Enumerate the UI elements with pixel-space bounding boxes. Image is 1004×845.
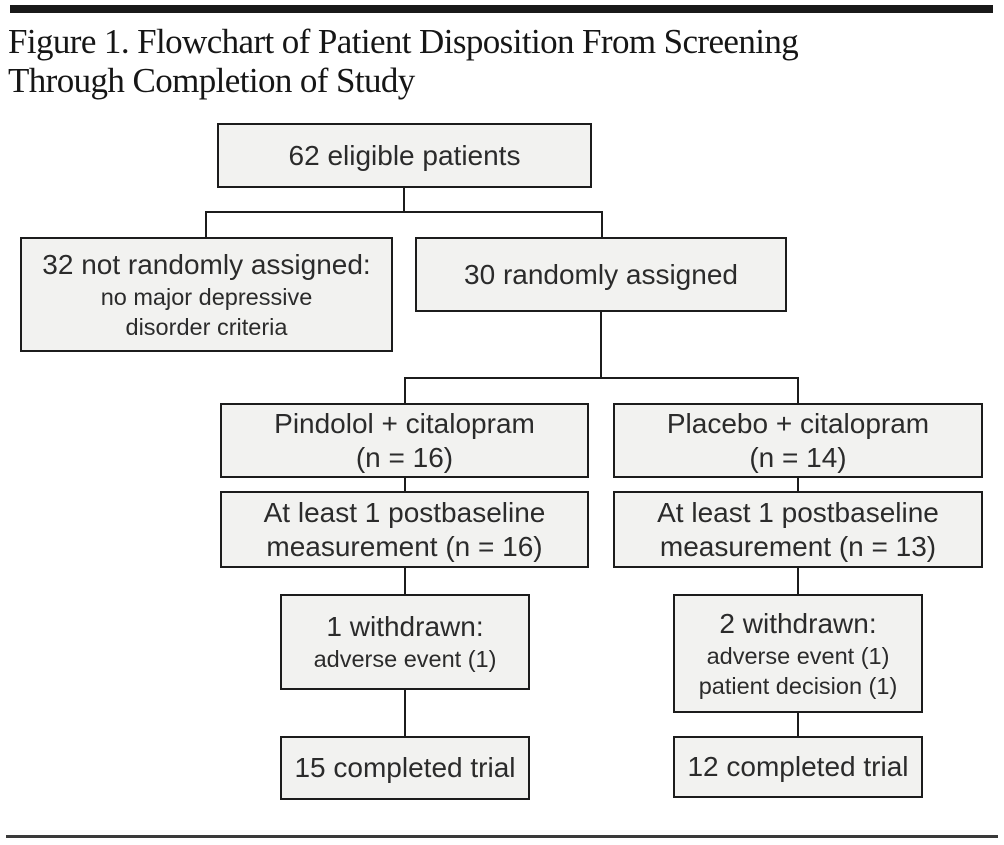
node-text: At least 1 postbaseline [657,496,939,528]
connector-to-placebo-arm [797,379,799,403]
figure-title: Figure 1. Flowchart of Patient Dispositi… [8,22,988,100]
node-text: no major depressive [100,283,313,310]
node-placebo-citalopram: Placebo + citalopram (n = 14) [613,403,983,478]
connector-placebo-postbaseline [797,478,799,491]
node-text: 15 completed trial [294,752,516,783]
connector-pindolol-completed [404,690,406,736]
node-text: 12 completed trial [687,751,909,782]
connector-placebo-completed [797,713,799,736]
connector-to-pindolol-arm [404,379,406,403]
node-text: (n = 16) [355,441,454,473]
figure-title-line1: Figure 1. Flowchart of Patient Dispositi… [8,22,799,61]
connector-eligible-down [403,188,405,212]
node-pindolol-citalopram: Pindolol + citalopram (n = 16) [220,403,589,478]
node-postbaseline-placebo: At least 1 postbaseline measurement (n =… [613,491,983,568]
connector-to-randomized [601,213,603,237]
node-text: disorder criteria [125,313,288,340]
node-text: 1 withdrawn: [326,611,484,642]
connector-pindolol-withdrawn [404,568,406,594]
connector-split1-horizontal [205,211,603,213]
connector-to-not-randomized [205,213,207,237]
node-withdrawn-pindolol: 1 withdrawn: adverse event (1) [280,594,530,690]
connector-pindolol-postbaseline [404,478,406,491]
node-text: patient decision (1) [698,672,898,699]
figure-top-bar [10,5,993,13]
node-text: adverse event (1) [313,646,497,672]
node-completed-pindolol: 15 completed trial [280,736,530,800]
connector-randomized-down [600,312,602,378]
node-randomly-assigned: 30 randomly assigned [415,237,787,312]
node-text: adverse event (1) [706,642,890,669]
connector-placebo-withdrawn [797,568,799,594]
node-eligible-patients: 62 eligible patients [217,123,592,188]
node-text: 62 eligible patients [288,139,521,171]
node-text: measurement (n = 16) [266,530,543,562]
node-text: 2 withdrawn: [719,607,877,639]
figure-bottom-rule [6,835,998,838]
node-text: At least 1 postbaseline [263,496,546,528]
node-text: Placebo + citalopram [666,407,930,439]
node-withdrawn-placebo: 2 withdrawn: adverse event (1) patient d… [673,594,923,713]
node-not-randomly-assigned: 32 not randomly assigned: no major depre… [20,237,393,352]
node-text: measurement (n = 13) [659,530,937,562]
node-text: (n = 14) [749,441,847,473]
node-text: 32 not randomly assigned: [42,248,371,280]
node-completed-placebo: 12 completed trial [673,736,923,798]
node-text: Pindolol + citalopram [274,407,535,439]
figure-title-line2: Through Completion of Study [8,61,415,100]
node-postbaseline-pindolol: At least 1 postbaseline measurement (n =… [220,491,589,568]
connector-split2-horizontal [404,377,799,379]
node-text: 30 randomly assigned [464,258,738,290]
